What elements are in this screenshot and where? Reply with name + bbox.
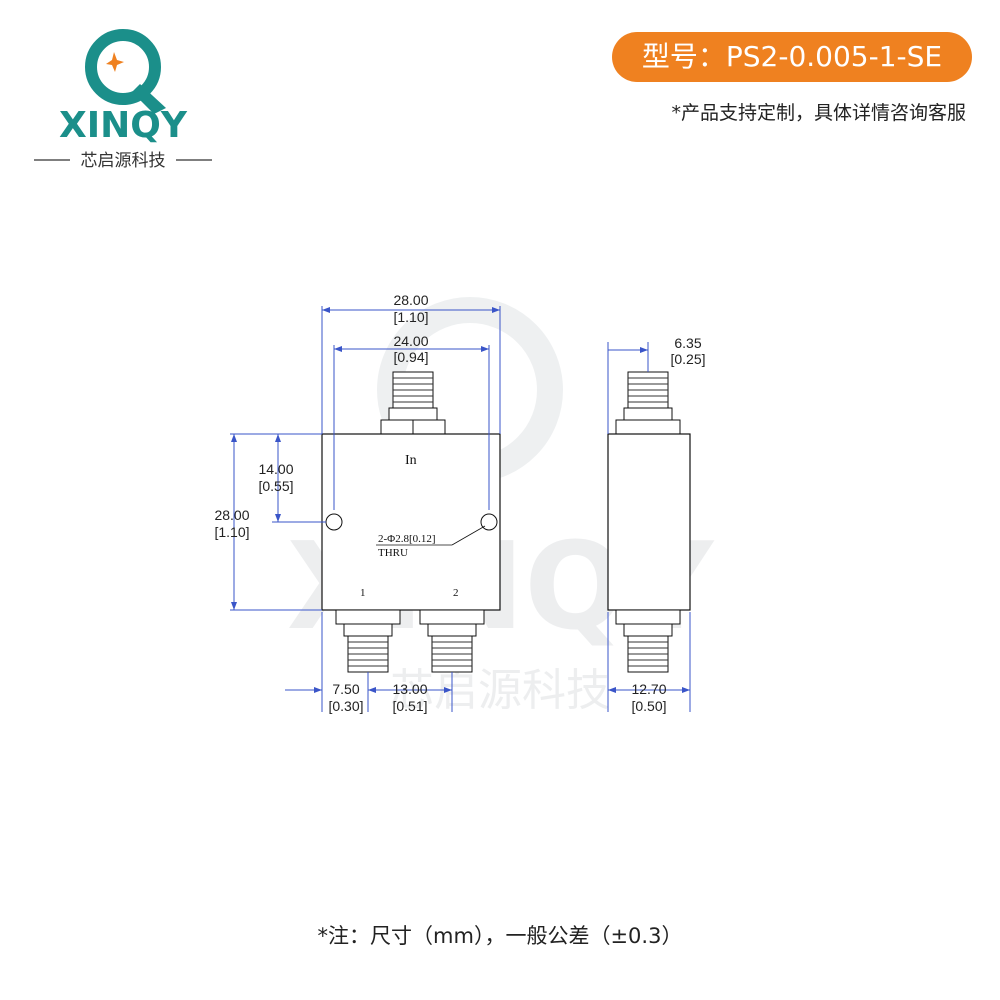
side-top-connector-icon (615, 371, 681, 435)
port-2-label: 2 (453, 587, 459, 599)
dim-hole-pitch-mm: 24.00 (393, 333, 428, 349)
front-view: In 2-Φ2.8[0.12] THRU 1 2 28.00 [1.10] (214, 292, 501, 714)
dim-hole-height-in: [0.55] (258, 478, 293, 494)
dim-port-pitch-mm: 13.00 (392, 681, 427, 697)
mounting-hole-left (325, 513, 343, 531)
hole-note-thru: THRU (378, 547, 408, 559)
port-1-label: 1 (360, 587, 366, 599)
q-logo-icon (85, 29, 166, 114)
hole-note: 2-Φ2.8[0.12] (378, 533, 436, 545)
splitter-body (321, 433, 501, 611)
dim-port1-offset-in: [0.30] (328, 698, 363, 714)
dim-port1-offset-mm: 7.50 (332, 681, 359, 697)
input-connector-icon (380, 371, 446, 435)
dim-width-in: [1.10] (393, 309, 428, 325)
dim-height-mm: 28.00 (214, 507, 249, 523)
output-port-2-connector-icon (419, 609, 485, 673)
xinqy-logo: XINQY 芯启源科技 (34, 29, 212, 171)
logo-wordmark: XINQY (59, 105, 188, 146)
dim-side-port-offset-mm: 6.35 (674, 335, 701, 351)
side-bottom-connector-icon (615, 609, 681, 673)
dimension-drawing: XINQY 芯启源科技 In 2-Φ2.8[0.12] THRU 1 2 (214, 292, 715, 716)
output-port-1-connector-icon (335, 609, 401, 673)
dim-side-port-offset-in: [0.25] (670, 351, 705, 367)
dim-width-mm: 28.00 (393, 292, 428, 308)
customization-note: *产品支持定制，具体详情咨询客服 (671, 102, 966, 124)
logo-subtitle: 芯启源科技 (81, 151, 166, 171)
side-view: 6.35 [0.25] 12.70 [0.50] (607, 335, 706, 714)
tolerance-note: *注：尺寸（mm），一般公差（±0.3） (317, 924, 683, 948)
dim-thickness-mm: 12.70 (631, 681, 666, 697)
dim-thickness-in: [0.50] (631, 698, 666, 714)
mounting-hole-right (480, 513, 498, 531)
dim-hole-pitch-in: [0.94] (393, 349, 428, 365)
dim-height-in: [1.10] (214, 524, 249, 540)
model-badge: 型号：PS2-0.005-1-SE (612, 32, 972, 82)
side-body (607, 433, 691, 611)
dim-port-pitch-in: [0.51] (392, 698, 427, 714)
dim-hole-height-mm: 14.00 (258, 461, 293, 477)
port-in-label: In (405, 453, 417, 468)
